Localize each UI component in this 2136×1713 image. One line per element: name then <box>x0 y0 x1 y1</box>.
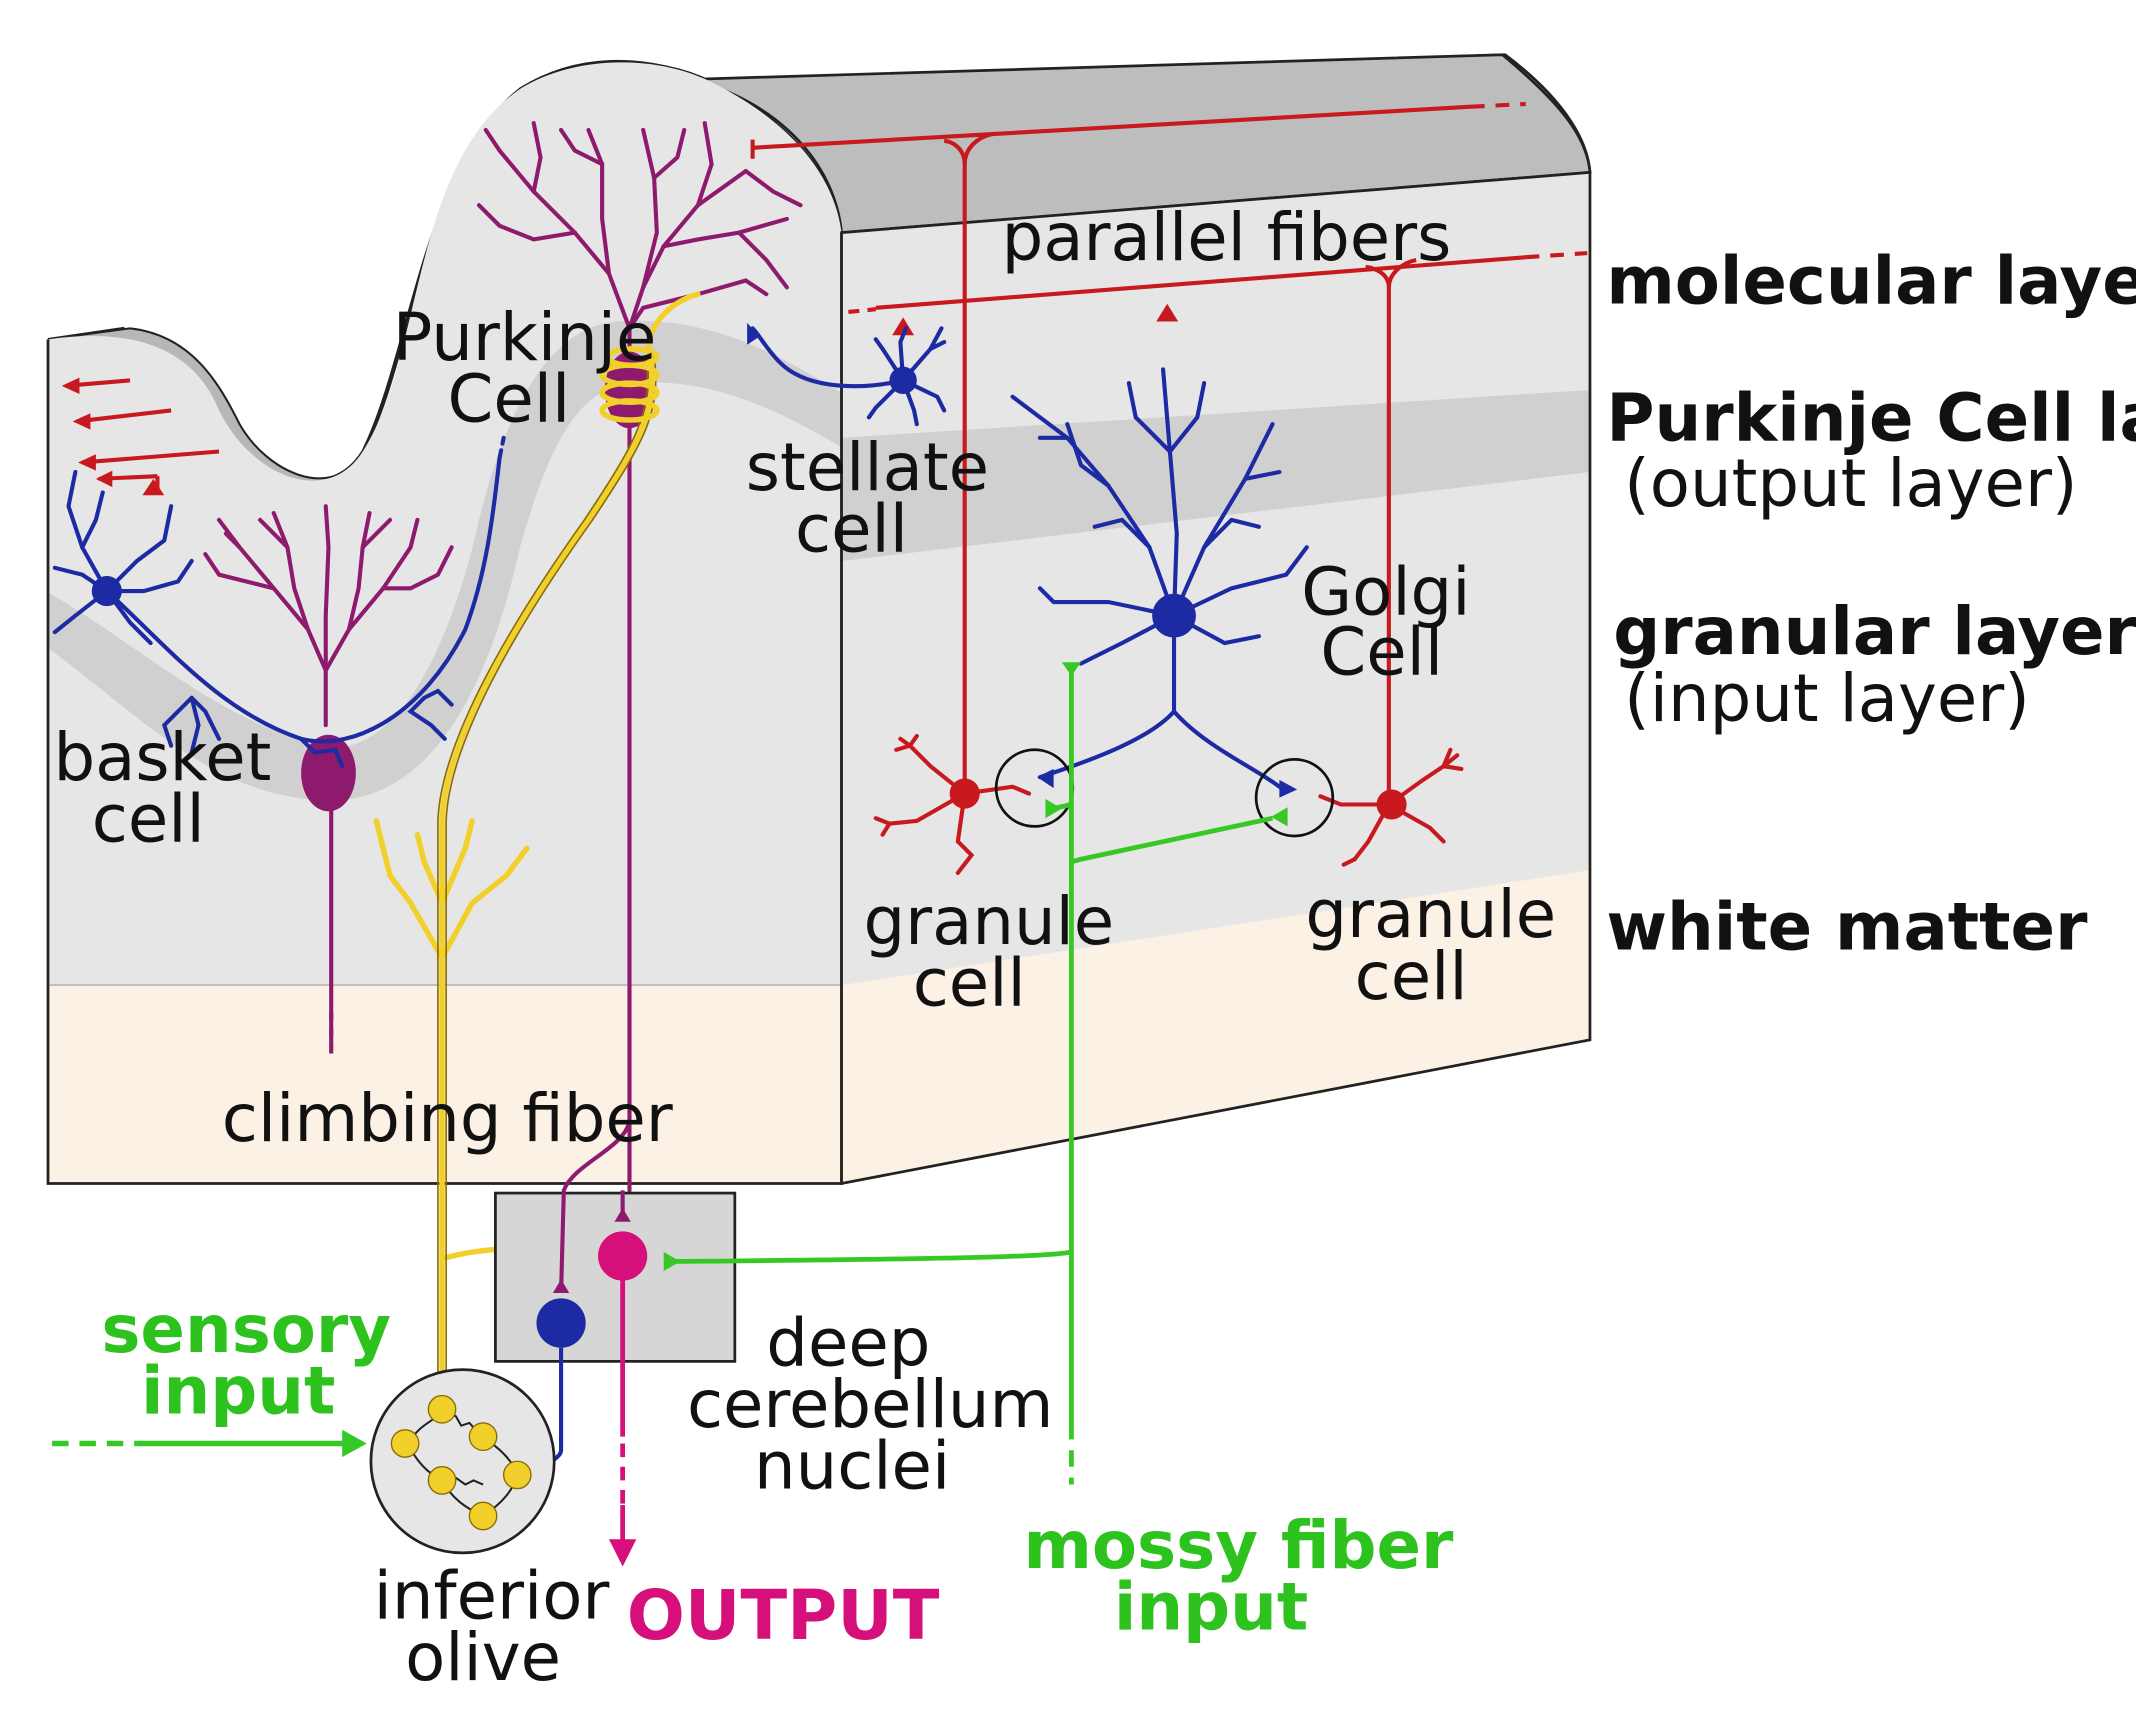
mossy-terminal-left <box>1045 799 1062 819</box>
label-inferior-olive-2: olive <box>405 1620 561 1696</box>
label-sensory-input-2: input <box>141 1353 335 1429</box>
label-golgi-2: Cell <box>1320 615 1443 691</box>
label-mossy-fiber-2: input <box>1114 1570 1308 1646</box>
label-output: OUTPUT <box>627 1577 940 1656</box>
olive-neurons <box>390 1394 532 1531</box>
purkinje-terminal-2 <box>614 1208 631 1222</box>
label-parallel-fibers: parallel fibers <box>1002 200 1452 276</box>
inferior-olive <box>369 1368 556 1555</box>
mossy-terminal-right <box>1271 807 1288 827</box>
label-deep-nuclei-3: nuclei <box>754 1429 950 1505</box>
granule-soma-right <box>1376 789 1407 820</box>
label-climbing-fiber: climbing fiber <box>222 1081 673 1157</box>
mossy-terminal-nuclei <box>663 1251 681 1272</box>
label-golgi-1: Golgi <box>1301 554 1470 630</box>
basket-cell <box>52 435 506 769</box>
golgi-soma <box>1152 593 1196 638</box>
climbing-fiber-coil <box>599 346 660 423</box>
purkinje-cell-left <box>203 504 454 1049</box>
right-face-outline <box>840 170 1592 1186</box>
stellate-soma <box>889 366 917 395</box>
label-granule-left-2: cell <box>913 946 1026 1022</box>
label-stellate-1: stellate <box>746 430 989 506</box>
left-purkinje-band <box>47 320 842 801</box>
nuclear-inhibitory-neuron <box>536 1298 586 1348</box>
label-sensory-input-1: sensory <box>101 1292 391 1368</box>
label-purkinje-cell-2: Cell <box>448 361 571 437</box>
label-basket-1: basket <box>53 720 271 796</box>
purkinje-terminal-1 <box>552 1279 570 1293</box>
layer-purkinje: Purkinje Cell layer <box>1606 381 2136 457</box>
label-deep-nuclei-2: cerebellum <box>687 1367 1054 1443</box>
output-arrowhead <box>608 1539 637 1567</box>
label-purkinje-cell-1: Purkinje <box>393 300 657 376</box>
label-mossy-fiber-1: mossy fiber <box>1024 1508 1455 1584</box>
label-granule-right-2: cell <box>1355 939 1468 1015</box>
golgi-terminal-right <box>1279 779 1298 798</box>
layer-molecular: molecular layer <box>1606 244 2136 320</box>
label-granule-right-1: granule <box>1305 877 1556 953</box>
purkinje-cell-main <box>476 121 803 1193</box>
climbing-fiber-outline <box>437 355 657 1410</box>
basket-soma <box>91 576 122 607</box>
glomerulus-right <box>1254 757 1335 838</box>
purkinje-soma-main <box>604 351 655 429</box>
label-granule-left-1: granule <box>863 884 1114 960</box>
mossy-terminal-top <box>1061 662 1081 676</box>
label-inferior-olive-1: inferior <box>374 1559 610 1635</box>
sensory-arrowhead <box>342 1429 367 1458</box>
layer-white-matter: white matter <box>1606 890 2088 966</box>
layer-granular-sub: (input layer) <box>1624 661 2030 737</box>
stellate-terminal <box>747 322 760 345</box>
parallel-fiber-arrowheads <box>61 303 1179 496</box>
golgi-terminal-left <box>1037 768 1054 789</box>
label-basket-2: cell <box>92 781 205 857</box>
layer-granular: granular layer <box>1613 594 2136 670</box>
granule-cell-left <box>873 734 1032 875</box>
right-white-matter <box>841 870 1590 1184</box>
right-purkinje-band <box>841 389 1590 561</box>
layer-purkinje-sub: (output layer) <box>1624 446 2077 522</box>
nuclear-output-neuron <box>598 1231 648 1281</box>
mossy-fiber <box>670 670 1274 1485</box>
label-stellate-2: cell <box>795 491 908 567</box>
granule-soma-left <box>949 778 980 809</box>
label-deep-nuclei-1: deep <box>766 1305 930 1381</box>
stellate-cell <box>750 326 947 427</box>
